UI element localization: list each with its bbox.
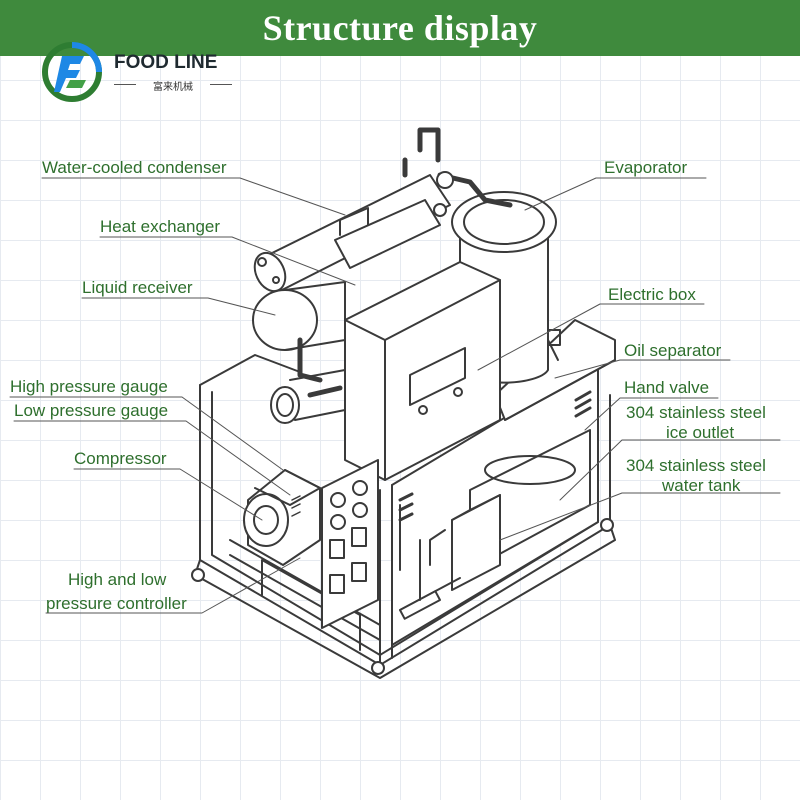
pressure-controller-panel xyxy=(321,459,379,629)
leader-hand-valve xyxy=(584,397,719,431)
leader-oil-separator xyxy=(554,359,731,379)
label-electric-box: Electric box xyxy=(608,285,696,304)
leader-liquid-receiver xyxy=(81,297,276,316)
label-high-pressure-gauge: High pressure gauge xyxy=(10,377,168,396)
header-banner: Structure display xyxy=(0,0,800,56)
label-pressure-controller-line2: pressure controller xyxy=(46,594,187,613)
heat-exchanger xyxy=(334,199,441,269)
oil-separator xyxy=(494,319,616,421)
leader-low-pressure-gauge xyxy=(13,420,291,496)
liquid-receiver xyxy=(252,281,346,383)
leader-evaporator xyxy=(524,177,707,211)
label-hand-valve: Hand valve xyxy=(624,378,710,397)
leader-electric-box xyxy=(477,303,705,371)
food-line-logo-icon xyxy=(42,42,102,102)
label-heat-exchanger: Heat exchanger xyxy=(100,217,221,236)
label-ice-outlet-line2: ice outlet xyxy=(666,423,735,442)
leader-ice-outlet xyxy=(559,439,781,501)
brand-name: FOOD LINE xyxy=(114,52,218,73)
page-title: Structure display xyxy=(262,8,538,48)
brand-logo: FOOD LINE 富来机械 xyxy=(42,42,242,102)
compressor xyxy=(243,469,321,566)
electric-box xyxy=(344,261,501,481)
leader-pressure-controller xyxy=(45,557,301,614)
water-tank-section xyxy=(391,361,599,646)
label-liquid-receiver: Liquid receiver xyxy=(82,278,193,297)
label-water-tank-line1: 304 stainless steel xyxy=(626,456,766,475)
pressure-gauges xyxy=(270,369,346,424)
label-pressure-controller-line1: High and low xyxy=(68,570,167,589)
leader-high-pressure-gauge xyxy=(9,396,284,471)
leader-water-tank xyxy=(499,492,781,541)
label-oil-separator: Oil separator xyxy=(624,341,722,360)
leader-heat-exchanger xyxy=(99,236,356,286)
label-water-cooled-condenser: Water-cooled condenser xyxy=(42,158,227,177)
label-evaporator: Evaporator xyxy=(604,158,688,177)
label-water-tank-line2: water tank xyxy=(662,476,741,495)
leader-water-cooled-condenser xyxy=(41,177,346,216)
brand-subtitle: 富来机械 xyxy=(114,78,232,93)
leader-lines xyxy=(9,177,781,614)
leader-compressor xyxy=(73,468,263,521)
label-compressor: Compressor xyxy=(74,449,167,468)
label-low-pressure-gauge: Low pressure gauge xyxy=(14,401,169,420)
label-ice-outlet-line1: 304 stainless steel xyxy=(626,403,766,422)
